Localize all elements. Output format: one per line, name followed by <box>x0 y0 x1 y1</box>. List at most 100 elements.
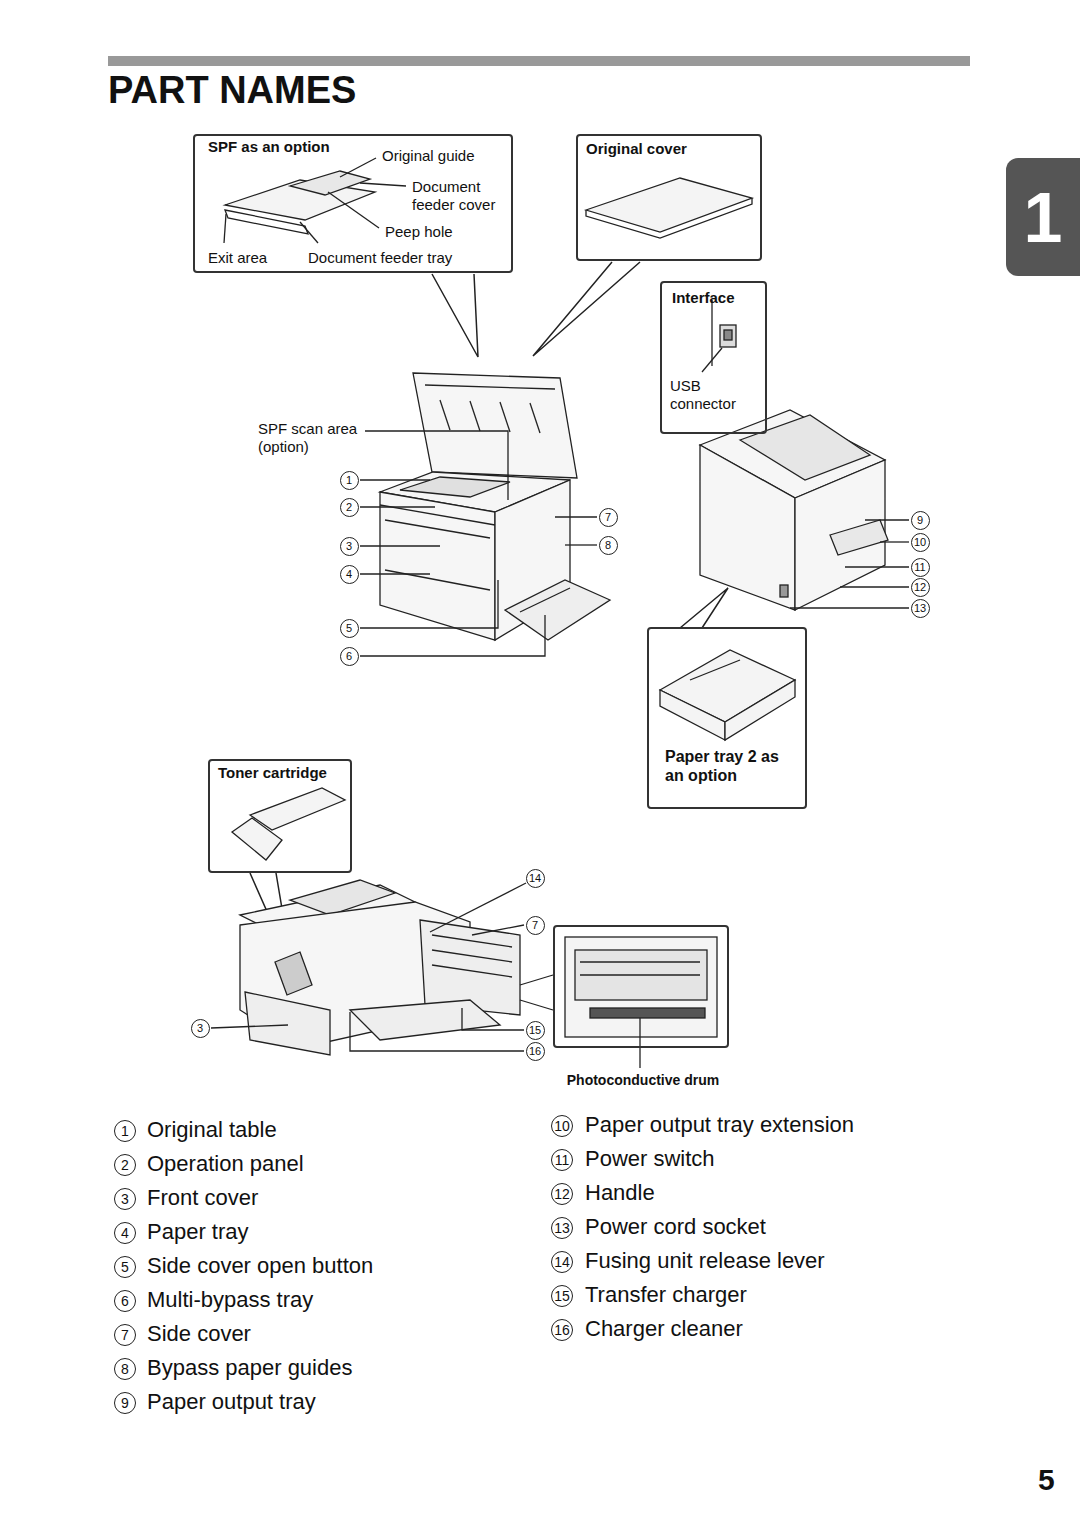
callout-number: 10 <box>551 1115 573 1137</box>
spf-drawing <box>340 158 376 177</box>
copier-front-drawing <box>500 402 510 432</box>
copier-front-drawing <box>425 385 555 389</box>
callout-number: 4 <box>340 565 359 584</box>
chapter-tab: 1 <box>1006 158 1080 276</box>
part-name: Charger cleaner <box>585 1316 743 1342</box>
part-label: USB connector <box>670 377 745 413</box>
page-number: 5 <box>1038 1462 1055 1498</box>
copier-back-drawing <box>740 415 870 480</box>
callout-box: Photoconductive drum <box>553 925 729 1048</box>
callout-number: 14 <box>526 869 545 888</box>
box-heading: Interface <box>672 289 735 307</box>
callout-number: 6 <box>340 647 359 666</box>
part-label: Exit area <box>208 249 267 267</box>
callout-number: 1 <box>340 471 359 490</box>
callout-pointer <box>533 262 640 356</box>
part-name: Multi-bypass tray <box>147 1287 313 1313</box>
copier-back-drawing <box>840 586 909 587</box>
callout-number: 7 <box>599 508 618 527</box>
paper-tray-drawing <box>725 680 795 740</box>
drum-drawing <box>590 1008 705 1018</box>
part-label: Original guide <box>382 147 475 165</box>
part-name: Operation panel <box>147 1151 304 1177</box>
copier-back-drawing <box>700 410 909 610</box>
part-name: Handle <box>585 1180 655 1206</box>
box-heading: Toner cartridge <box>218 764 327 782</box>
copier-open-drawing <box>350 1000 500 1040</box>
part-label: Document feeder cover <box>412 178 507 214</box>
drum-drawing <box>580 961 700 962</box>
callout-pointer <box>432 274 478 357</box>
copier-open-drawing <box>472 925 524 935</box>
callout-number: 3 <box>191 1019 210 1038</box>
part-name: Bypass paper guides <box>147 1355 352 1381</box>
copier-open-drawing <box>245 992 330 1055</box>
part-name: Power cord socket <box>585 1214 766 1240</box>
part-name: Paper tray <box>147 1219 249 1245</box>
callout-number: 15 <box>551 1285 573 1307</box>
callout-number: 14 <box>551 1251 573 1273</box>
copier-front-drawing <box>413 373 577 478</box>
callout-box: Original cover <box>576 134 762 261</box>
copier-front-drawing <box>530 403 540 433</box>
drum-drawing <box>575 950 707 1000</box>
callout-box: InterfaceUSB connector <box>660 281 767 434</box>
toner-drawing <box>250 788 345 830</box>
box-heading: 1 <box>1006 176 1080 260</box>
copier-open-drawing <box>462 1008 524 1030</box>
copier-back-drawing <box>830 520 888 555</box>
callout-number: 2 <box>114 1154 136 1176</box>
callout-number: 9 <box>114 1392 136 1414</box>
part-name: Power switch <box>585 1146 715 1172</box>
box-heading: SPF as an option <box>208 138 330 156</box>
copier-front-drawing <box>360 373 610 656</box>
copier-open-drawing <box>520 1000 553 1010</box>
callout-number: 4 <box>114 1222 136 1244</box>
copier-front-drawing <box>360 545 440 546</box>
copier-front-drawing <box>470 401 480 431</box>
part-name: Side cover open button <box>147 1253 373 1279</box>
callout-number: 5 <box>114 1256 136 1278</box>
copier-front-drawing <box>360 506 435 507</box>
copier-back-drawing <box>700 445 795 610</box>
copier-front-drawing <box>360 615 545 656</box>
copier-open-drawing <box>350 1012 524 1051</box>
copier-open-drawing <box>211 880 553 1055</box>
copier-open-drawing <box>275 952 312 995</box>
callout-number: 8 <box>114 1358 136 1380</box>
part-name: Paper output tray <box>147 1389 316 1415</box>
callout-number: 12 <box>551 1183 573 1205</box>
callout-box: SPF as an optionOriginal guideDocument f… <box>193 134 513 273</box>
usb-port-drawing <box>720 325 736 347</box>
copier-front-drawing <box>360 573 430 574</box>
spf-drawing <box>328 192 379 228</box>
copier-back-drawing <box>865 519 909 520</box>
copier-back-drawing <box>780 585 788 597</box>
drum-drawing <box>639 1018 640 1068</box>
callout-number: 3 <box>340 537 359 556</box>
paper-tray-drawing <box>660 650 795 740</box>
usb-port-drawing <box>724 330 732 340</box>
callout-number: 5 <box>340 619 359 638</box>
copier-back-drawing <box>845 566 909 567</box>
original-cover-drawing <box>586 178 752 238</box>
copier-open-drawing <box>211 1025 288 1028</box>
copier-front-drawing <box>365 431 508 500</box>
drum-drawing <box>565 937 717 1037</box>
copier-front-drawing <box>360 479 430 480</box>
spf-drawing <box>360 183 406 186</box>
copier-open-drawing <box>432 950 512 962</box>
usb-port-drawing <box>711 300 712 366</box>
title-bar <box>108 56 970 66</box>
callout-number: 6 <box>114 1290 136 1312</box>
usb-port-drawing <box>702 300 736 372</box>
copier-front-drawing <box>360 580 498 628</box>
spf-drawing <box>225 210 308 234</box>
callout-number: 1 <box>114 1120 136 1142</box>
copier-open-drawing <box>432 965 512 977</box>
callout-number: 16 <box>526 1042 545 1061</box>
callout-box: Paper tray 2 as an option <box>647 627 807 809</box>
box-heading: Paper tray 2 as an option <box>665 747 785 785</box>
part-name: Front cover <box>147 1185 258 1211</box>
